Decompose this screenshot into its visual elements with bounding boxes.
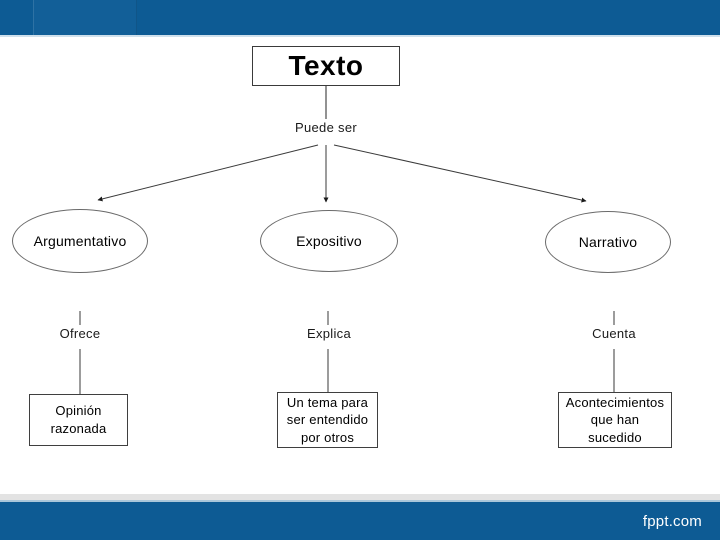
branch-node-label: Narrativo xyxy=(578,234,638,250)
leaf-node-opinion-razonada[interactable]: Opinión razonada xyxy=(29,394,128,446)
leaf-line: Acontecimientos xyxy=(565,394,665,410)
branch-node-expositivo[interactable]: Expositivo xyxy=(260,210,398,272)
connector-label-puede-ser: Puede ser xyxy=(286,120,366,135)
diagram-connectors xyxy=(79,86,615,394)
verb-label-cuenta: Cuenta xyxy=(580,326,648,341)
top-band-edge-line xyxy=(0,35,720,37)
leaf-line: sucedido xyxy=(588,429,642,445)
leaf-line: Opinión xyxy=(55,403,102,419)
verb-label-explica: Explica xyxy=(294,326,364,341)
leaf-node-un-tema-para-ser-entendido-por-otros[interactable]: Un tema para ser entendido por otros xyxy=(277,392,378,448)
watermark-fppt: fppt.com xyxy=(642,513,702,530)
top-blue-band xyxy=(0,0,720,36)
branch-node-label: Argumentativo xyxy=(33,233,127,249)
leaf-line: Un tema para xyxy=(286,394,369,410)
footer-top-rule xyxy=(0,494,720,500)
leaf-node-acontecimientos-que-han-sucedido[interactable]: Acontecimientos que han sucedido xyxy=(558,392,672,448)
footer-accent-line xyxy=(0,500,720,502)
leaf-line: que han xyxy=(590,412,640,428)
root-node-label: Texto xyxy=(288,50,364,81)
top-band-tab xyxy=(33,0,137,36)
branch-node-label: Expositivo xyxy=(296,233,362,249)
verb-label-ofrece: Ofrece xyxy=(44,326,116,341)
leaf-line: ser entendido xyxy=(286,412,369,428)
branch-node-narrativo[interactable]: Narrativo xyxy=(545,211,671,273)
leaf-line: por otros xyxy=(300,429,355,445)
root-node-texto[interactable]: Texto xyxy=(252,46,400,86)
leaf-line: razonada xyxy=(50,421,107,436)
bottom-blue-band xyxy=(0,502,720,540)
branch-node-argumentativo[interactable]: Argumentativo xyxy=(12,209,148,273)
text-types-diagram: Texto Puede ser Argumentativo Ofrece Opi… xyxy=(0,37,720,494)
